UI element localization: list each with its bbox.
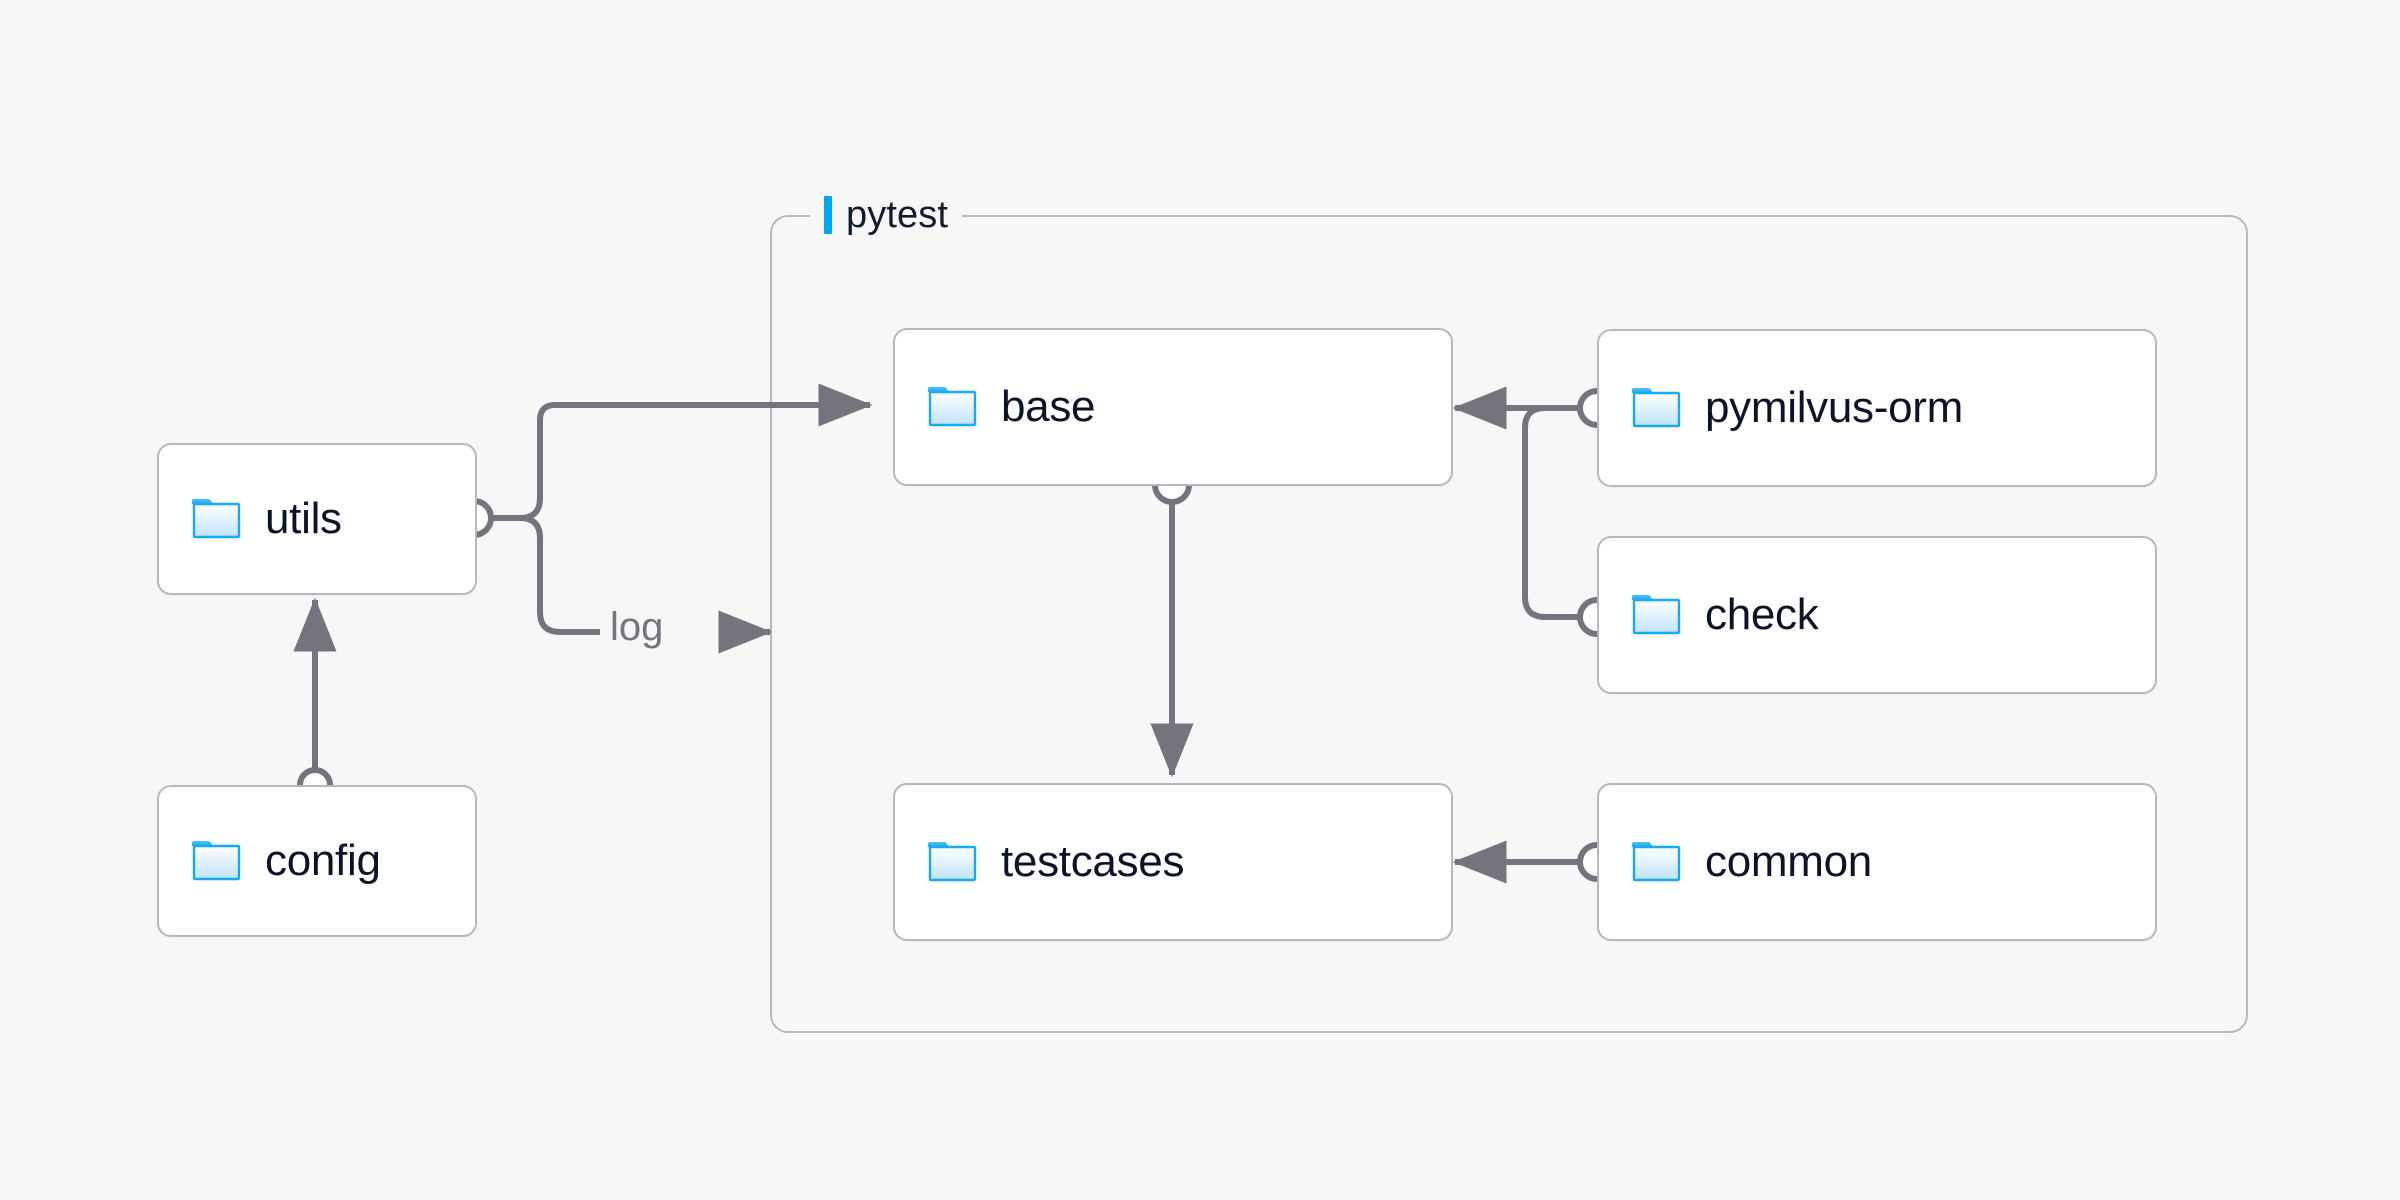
node-check-label: check [1705, 590, 1819, 639]
node-pymilvus-orm[interactable]: pymilvus-orm [1597, 329, 2157, 487]
edge-label-log: log [600, 605, 674, 650]
folder-icon [1632, 842, 1681, 882]
folder-icon [928, 387, 977, 427]
node-base-label: base [1001, 382, 1096, 431]
node-pymilvus-orm-label: pymilvus-orm [1705, 383, 1963, 432]
node-config-label: config [265, 836, 381, 885]
folder-icon [928, 842, 977, 882]
group-pytest-label-wrap: pytest [810, 188, 962, 242]
folder-icon [1632, 595, 1681, 635]
node-base[interactable]: base [893, 328, 1453, 486]
folder-icon [192, 499, 241, 539]
node-utils-label: utils [265, 494, 342, 543]
node-testcases-label: testcases [1001, 837, 1185, 886]
node-common[interactable]: common [1597, 783, 2157, 941]
folder-icon [1632, 388, 1681, 428]
folder-icon [192, 841, 241, 881]
node-check[interactable]: check [1597, 536, 2157, 694]
node-common-label: common [1705, 837, 1872, 886]
node-testcases[interactable]: testcases [893, 783, 1453, 941]
node-config[interactable]: config [157, 785, 477, 937]
node-utils[interactable]: utils [157, 443, 477, 595]
edge-config-to-utils [293, 597, 337, 803]
group-accent-bar [824, 196, 832, 234]
group-pytest-label: pytest [846, 193, 948, 236]
